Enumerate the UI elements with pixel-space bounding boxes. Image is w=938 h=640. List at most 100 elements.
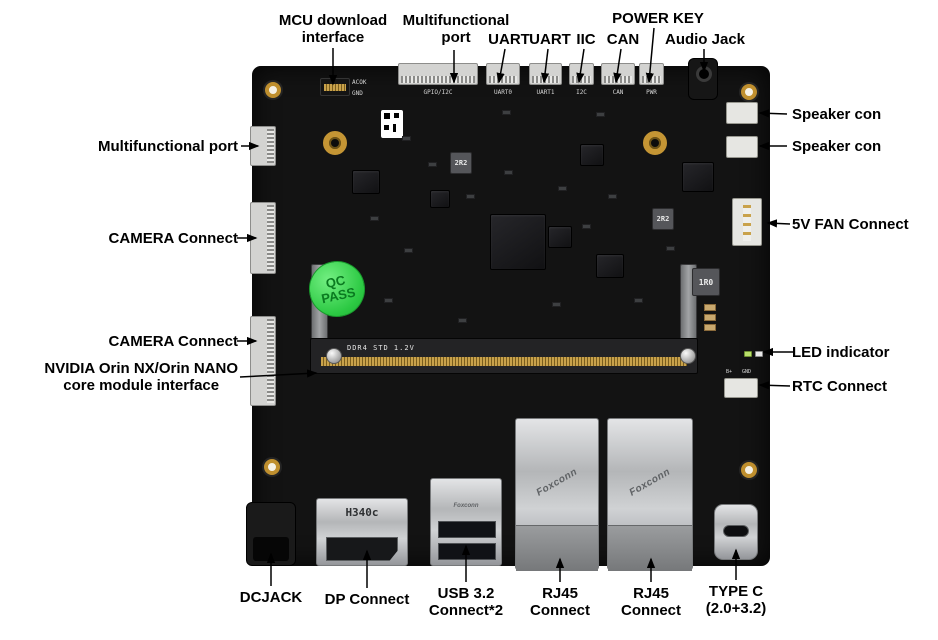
callout-camera-1: CAMERA Connect: [108, 230, 238, 247]
arrow-power-key: [645, 27, 655, 84]
ic-chip: [352, 170, 380, 194]
callout-mcu-download: MCU download interface: [278, 12, 388, 46]
silkscreen-acok: ACOK: [352, 79, 367, 86]
mounting-hole: [264, 459, 280, 475]
usb-stack-connector: Foxconn: [430, 478, 502, 566]
usb-port-opening-top: [438, 521, 496, 538]
ic-chip: [596, 254, 624, 278]
camera-connector-2: [250, 316, 276, 406]
rj45-connector-1: Foxconn: [515, 418, 599, 571]
header-pins: [324, 84, 346, 91]
speaker-connector-1: [726, 102, 758, 124]
standoff-ring: [323, 131, 347, 155]
ic-chip: [548, 226, 572, 248]
smd-component: [466, 194, 475, 199]
smd-component: [384, 298, 393, 303]
silkscreen-uart0: UART0: [493, 89, 513, 96]
smd-component: [596, 112, 605, 117]
silkscreen-gpio-i2c: GPIO/I2C: [423, 89, 453, 96]
rtc-connector: [724, 378, 758, 398]
sodimm-slot: DDR4 STD 1.2V: [310, 338, 698, 374]
callout-rtc: RTC Connect: [792, 378, 887, 395]
smd-component: [608, 194, 617, 199]
arrow-core-module: [239, 369, 318, 378]
smd-component: [402, 136, 411, 141]
sodimm-screw-post: [680, 348, 696, 364]
callout-iic: IIC: [576, 31, 596, 48]
ic-chip: [430, 190, 450, 208]
callout-speaker-1: Speaker con: [792, 106, 882, 123]
speaker-connector-2: [726, 136, 758, 158]
arrow-speaker-1: [758, 109, 788, 118]
capacitor: [704, 314, 716, 321]
callout-multifunctional-left: Multifunctional port: [98, 138, 238, 155]
arrow-can: [613, 48, 622, 84]
mounting-hole: [741, 84, 757, 100]
callout-uart-1: UART: [488, 31, 530, 48]
callout-speaker-2: Speaker con: [792, 138, 882, 155]
inductor-1r0: 1R0: [692, 268, 720, 296]
arrow-iic: [576, 48, 585, 84]
silkscreen-gnd: GND: [352, 90, 363, 97]
callout-fan: 5V FAN Connect: [792, 216, 909, 233]
arrow-rtc: [758, 381, 791, 390]
smd-component: [428, 162, 437, 167]
main-soc-chip: [490, 214, 546, 270]
inductor-2r2: 2R2: [652, 208, 674, 230]
smd-component: [404, 248, 413, 253]
callout-uart-2: UART: [529, 31, 571, 48]
callout-rj45-1: RJ45 Connect: [530, 585, 590, 619]
sodimm-slot-label: DDR4 STD 1.2V: [347, 344, 415, 352]
sodimm-gold-pins: [321, 357, 687, 366]
dp-connector: H340c: [316, 498, 408, 566]
fan-connector: [732, 198, 762, 246]
sodimm-screw-post: [326, 348, 342, 364]
callout-typec: TYPE C (2.0+3.2): [705, 583, 767, 617]
silkscreen-gnd-rtc: GND: [742, 369, 752, 375]
type-c-opening: [723, 525, 749, 537]
callout-dp: DP Connect: [324, 591, 410, 608]
smd-component: [582, 224, 591, 229]
silkscreen-b-plus: B+: [726, 369, 733, 375]
fan-connector-pins: [743, 205, 751, 241]
capacitor: [704, 324, 716, 331]
usb-marking: Foxconn: [453, 503, 479, 509]
callout-usb: USB 3.2 Connect*2: [428, 585, 504, 619]
dp-port-opening: [326, 537, 398, 561]
ic-chip: [682, 162, 714, 192]
callout-camera-2: CAMERA Connect: [108, 333, 238, 350]
arrow-fan: [766, 219, 791, 228]
smd-component: [666, 246, 675, 251]
callout-core-module: NVIDIA Orin NX/Orin NANO core module int…: [44, 360, 238, 394]
silkscreen-pwr: PWR: [646, 89, 657, 96]
inductor-2r2: 2R2: [450, 152, 472, 174]
smd-component: [558, 186, 567, 191]
silkscreen-can: CAN: [612, 89, 624, 96]
arrow-uart-1: [496, 48, 506, 84]
smd-component: [458, 318, 467, 323]
smd-component: [504, 170, 513, 175]
callout-power-key: POWER KEY: [612, 10, 704, 27]
smd-component: [370, 216, 379, 221]
callout-dcjack: DCJACK: [239, 589, 303, 606]
smd-component: [502, 110, 511, 115]
callout-multifunctional-top: Multifunctional port: [402, 12, 510, 46]
capacitor: [704, 304, 716, 311]
arrow-uart-2: [540, 48, 550, 84]
led-indicator-green: [744, 351, 752, 357]
mounting-hole: [741, 462, 757, 478]
ic-chip: [580, 144, 604, 166]
qr-code-sticker: [381, 110, 403, 138]
smd-component: [552, 302, 561, 307]
silkscreen-uart1: UART1: [536, 89, 555, 96]
callout-rj45-2: RJ45 Connect: [621, 585, 681, 619]
smd-component: [634, 298, 643, 303]
dp-marking: H340c: [345, 506, 379, 519]
callout-led: LED indicator: [792, 344, 890, 361]
callout-audio-jack: Audio Jack: [664, 31, 746, 48]
standoff-ring: [643, 131, 667, 155]
mounting-hole: [265, 82, 281, 98]
callout-can: CAN: [606, 31, 640, 48]
